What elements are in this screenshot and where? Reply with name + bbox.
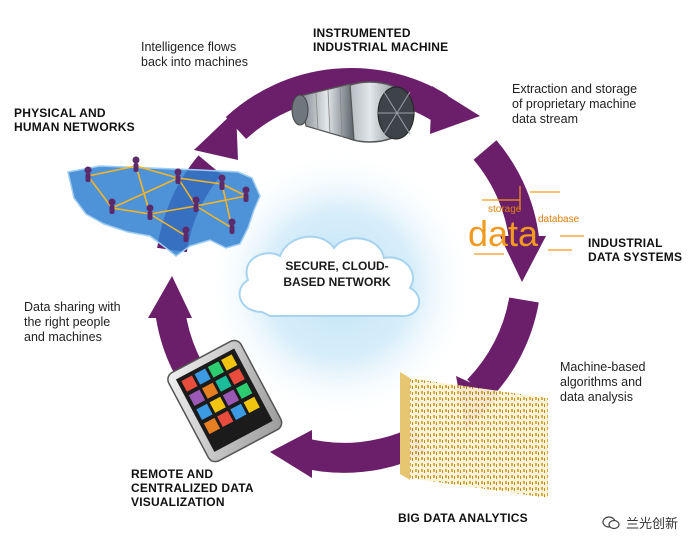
center-line-2: BASED NETWORK bbox=[283, 275, 391, 289]
arrowhead-right-upper bbox=[500, 236, 546, 282]
arrowhead-left-lower bbox=[148, 276, 192, 318]
flow-line: Intelligence flows bbox=[141, 40, 237, 54]
data-word-cloud-icon: data storage database bbox=[468, 186, 584, 255]
center-line-1: SECURE, CLOUD- bbox=[285, 259, 389, 273]
watermark: 兰光创新 bbox=[602, 513, 678, 532]
sharing-flow-label: Data sharing with the right people and m… bbox=[24, 300, 121, 345]
heading-line: VISUALIZATION bbox=[131, 495, 225, 509]
heading-line: BIG DATA ANALYTICS bbox=[398, 511, 528, 525]
binary-data-block-icon bbox=[400, 372, 548, 498]
arrowhead-top bbox=[430, 86, 480, 134]
flow-line: and machines bbox=[24, 330, 102, 344]
us-network-map-icon bbox=[67, 156, 261, 257]
flow-line: Extraction and storage bbox=[512, 82, 638, 96]
data-word-database: database bbox=[538, 214, 580, 225]
center-network-label: SECURE, CLOUD- BASED NETWORK bbox=[262, 258, 412, 290]
heading-line: INDUSTRIAL bbox=[588, 236, 663, 250]
data-word-big: data bbox=[468, 213, 539, 254]
cycle-ring bbox=[155, 67, 540, 473]
heading-line: INDUSTRIAL MACHINE bbox=[313, 40, 449, 54]
heading-line: HUMAN NETWORKS bbox=[14, 120, 135, 134]
data-word-storage: storage bbox=[488, 204, 522, 215]
flow-line: back into machines bbox=[141, 55, 249, 69]
flow-line: Machine-based bbox=[560, 360, 646, 374]
flow-line: of proprietary machine bbox=[512, 97, 637, 111]
ring-segment-top bbox=[225, 67, 448, 140]
flow-line: Data sharing with bbox=[24, 300, 121, 314]
ring-segment-right-lower bbox=[467, 297, 539, 401]
heading-line: INSTRUMENTED bbox=[313, 26, 411, 40]
cloud-icon bbox=[238, 235, 421, 318]
heading-line: CENTRALIZED DATA bbox=[131, 481, 254, 495]
flow-line: algorithms and bbox=[560, 375, 642, 389]
instrumented-machine-heading: INSTRUMENTED INDUSTRIAL MACHINE bbox=[313, 26, 448, 54]
arrowhead-left-upper bbox=[194, 110, 238, 160]
flow-line: data stream bbox=[512, 112, 579, 126]
flow-line: data analysis bbox=[560, 390, 633, 404]
extraction-flow-label: Extraction and storage of proprietary ma… bbox=[512, 82, 637, 127]
heading-line: DATA SYSTEMS bbox=[588, 250, 683, 264]
arrowhead-bottom bbox=[270, 430, 312, 478]
wechat-icon bbox=[602, 515, 620, 529]
flow-line: the right people bbox=[24, 315, 111, 329]
algorithms-flow-label: Machine-based algorithms and data analys… bbox=[560, 360, 645, 405]
jet-engine-icon bbox=[291, 81, 415, 143]
remote-visualization-heading: REMOTE AND CENTRALIZED DATA VISUALIZATIO… bbox=[131, 467, 254, 509]
physical-human-networks-heading: PHYSICAL AND HUMAN NETWORKS bbox=[14, 106, 135, 134]
smartphone-icon bbox=[167, 339, 283, 463]
heading-line: REMOTE AND bbox=[131, 467, 214, 481]
intelligence-flow-label: Intelligence flows back into machines bbox=[141, 40, 248, 70]
big-data-analytics-heading: BIG DATA ANALYTICS bbox=[398, 511, 528, 525]
heading-line: PHYSICAL AND bbox=[14, 106, 106, 120]
watermark-text: 兰光创新 bbox=[625, 516, 678, 531]
industrial-data-systems-heading: INDUSTRIAL DATA SYSTEMS bbox=[588, 236, 682, 264]
